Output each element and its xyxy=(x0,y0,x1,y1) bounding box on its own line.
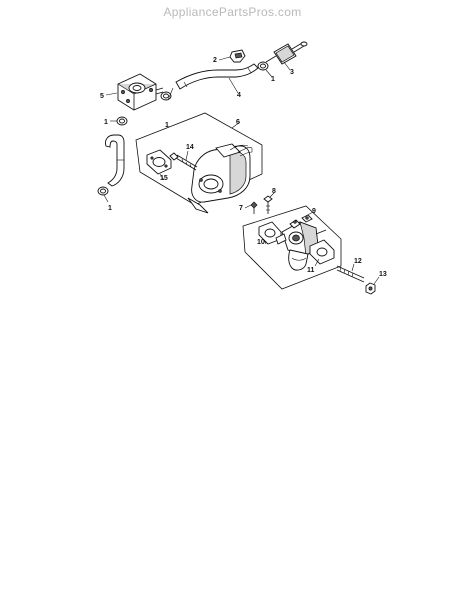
hex-nut-part[interactable] xyxy=(365,282,376,295)
site-watermark: AppliancePartsPros.com xyxy=(163,5,302,19)
hose-clamp-part[interactable] xyxy=(160,91,172,101)
callout-3[interactable]: 3 xyxy=(290,69,294,76)
callout-12[interactable]: 12 xyxy=(354,258,362,265)
callout-4[interactable]: 4 xyxy=(237,92,241,99)
intake-manifold-part[interactable] xyxy=(187,143,253,214)
callout-1[interactable]: 1 xyxy=(271,76,275,83)
fuel-filter-part[interactable] xyxy=(265,41,308,65)
mounting-stud-part[interactable] xyxy=(336,265,365,283)
leader-12 xyxy=(351,263,355,272)
callout-2[interactable]: 2 xyxy=(213,57,217,64)
leader-15 xyxy=(159,173,165,181)
carburetor-part[interactable] xyxy=(275,214,327,271)
hose-clamp-part[interactable] xyxy=(116,116,128,126)
leader-13 xyxy=(373,276,380,285)
callout-1[interactable]: 1 xyxy=(165,122,169,129)
leader-6 xyxy=(231,121,241,129)
manifold-group-outline xyxy=(135,112,263,206)
fuel-line-part[interactable] xyxy=(175,63,259,90)
callout-9[interactable]: 9 xyxy=(312,208,316,215)
leader-7 xyxy=(244,204,252,209)
callout-5[interactable]: 5 xyxy=(100,93,104,100)
callout-14[interactable]: 14 xyxy=(186,144,194,151)
leader-10 xyxy=(263,239,267,245)
leader-1a xyxy=(167,87,174,101)
manifold-gasket-part[interactable] xyxy=(146,149,172,175)
leader-2 xyxy=(218,56,231,61)
mounting-screw-part[interactable] xyxy=(263,195,273,214)
fuel-pump-part[interactable] xyxy=(117,73,164,111)
callout-15[interactable]: 15 xyxy=(160,175,168,182)
fuel-line-part[interactable] xyxy=(105,134,125,187)
callout-13[interactable]: 13 xyxy=(379,271,387,278)
callout-6[interactable]: 6 xyxy=(236,119,240,126)
callout-8[interactable]: 8 xyxy=(272,188,276,195)
hose-clamp-part[interactable] xyxy=(257,61,269,71)
manifold-screw-part[interactable] xyxy=(169,152,198,171)
leader-1d xyxy=(103,194,109,203)
callout-1[interactable]: 1 xyxy=(104,119,108,126)
leader-4 xyxy=(228,77,239,94)
carburetor-gasket-part[interactable] xyxy=(309,239,335,265)
callout-11[interactable]: 11 xyxy=(307,267,315,274)
callout-10[interactable]: 10 xyxy=(257,239,265,246)
leader-3 xyxy=(283,61,291,71)
leader-1b xyxy=(265,69,273,78)
callout-7[interactable]: 7 xyxy=(239,205,243,212)
small-screw-part[interactable] xyxy=(250,201,258,214)
line-clip-part[interactable] xyxy=(229,49,246,63)
leader-14 xyxy=(185,150,189,161)
carburetor-group-outline xyxy=(242,205,342,290)
hose-clamp-part[interactable] xyxy=(97,186,109,196)
callout-1[interactable]: 1 xyxy=(108,205,112,212)
leader-8 xyxy=(269,192,275,198)
leader-5 xyxy=(105,92,118,96)
leader-11 xyxy=(314,258,320,267)
